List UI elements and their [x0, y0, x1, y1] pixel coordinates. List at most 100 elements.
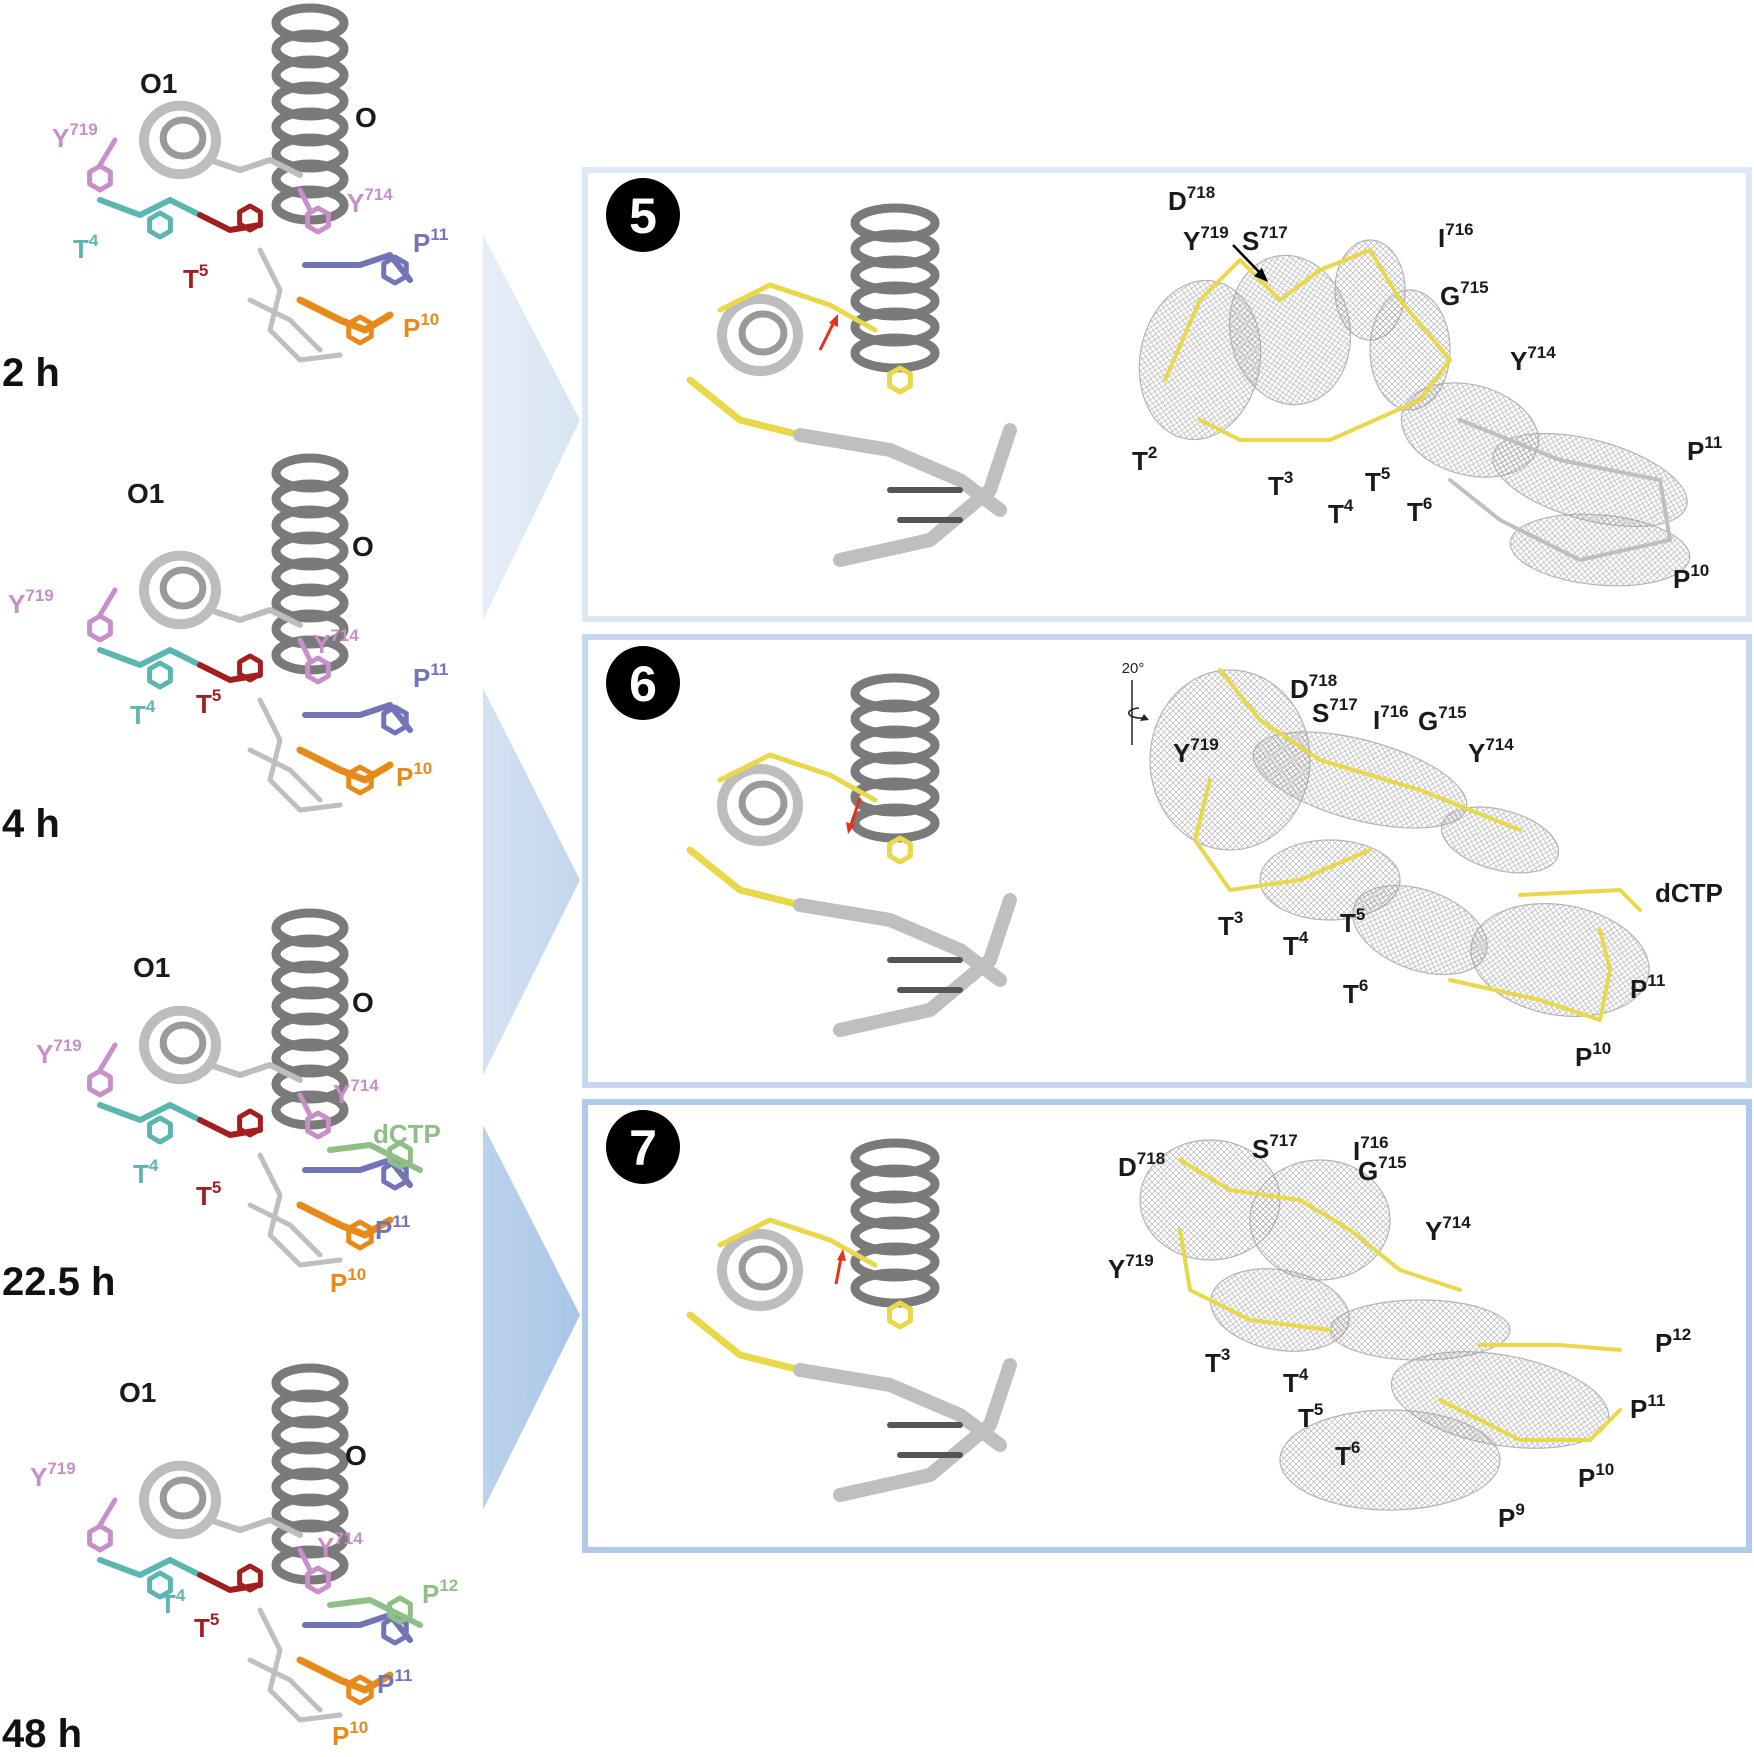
panel-5-pointer-arrow: [1232, 244, 1263, 276]
p6-i716-label: I716: [1373, 702, 1409, 735]
t5-ring: [237, 203, 263, 233]
density-blob: [1249, 1159, 1391, 1281]
o1-coil: [139, 550, 221, 630]
panel-5-density-map: [1138, 239, 1691, 587]
p7-g715-label: G715: [1358, 1153, 1407, 1186]
y719-ring: [87, 163, 113, 193]
panel-5-frame: [582, 167, 1752, 622]
o1-coil: [717, 1228, 803, 1312]
density-blob: [1470, 903, 1650, 1017]
t4-chain: [97, 1102, 203, 1123]
s2-t4-label: T4: [130, 697, 156, 730]
p7-t5-label: T5: [1298, 1400, 1323, 1433]
y719-bond: [97, 1497, 118, 1528]
s1-t4-label: T4: [73, 231, 99, 264]
s4-y714-label: Y714: [317, 1529, 363, 1562]
y714-ring: [305, 205, 331, 235]
left-structure-2: [87, 453, 413, 813]
green-ligand: [327, 1597, 423, 1628]
p7-t4-label: T4: [1283, 1365, 1309, 1398]
s1-o-label: O: [355, 102, 377, 133]
o1-coil-inner: [159, 1021, 207, 1065]
density-blob: [1440, 806, 1560, 874]
y714-bond: [297, 187, 313, 213]
density-stick: [1448, 928, 1612, 1022]
p7-y719-label: Y719: [1108, 1251, 1154, 1284]
yellow-strand: [686, 376, 804, 439]
y714-ring: [305, 655, 331, 685]
p11-chain: [302, 252, 413, 283]
y714-bond: [297, 1547, 313, 1573]
p10-ring: [346, 1219, 374, 1251]
panel-5-pointer-arrowhead: [1254, 268, 1268, 282]
t5-chain: [197, 1117, 263, 1138]
p11-chain: [302, 1612, 413, 1643]
y719-bond: [97, 1042, 118, 1073]
t4-chain: [97, 1557, 203, 1578]
panel-6-red-arrow: [849, 797, 862, 826]
p7-d718-label: D718: [1118, 1149, 1165, 1182]
s2-p10-label: P10: [396, 759, 432, 792]
t5-ring: [237, 1108, 263, 1138]
p6-p10-label: P10: [1575, 1039, 1611, 1072]
s3-y714-label: Y714: [333, 1076, 379, 1109]
t4-ring: [147, 210, 173, 240]
o1-coil-inner: [738, 1245, 788, 1291]
p5-p10-label: P10: [1673, 561, 1709, 594]
s2-y719-label: Y719: [8, 586, 54, 619]
panel-5-red-arrow: [818, 321, 836, 351]
left-structure-column: [87, 3, 423, 1723]
gray-chain: [257, 697, 343, 813]
p5-y714-label: Y714: [1510, 343, 1556, 376]
p6-p11-label: P11: [1630, 971, 1665, 1004]
s2-o-label: O: [352, 531, 374, 562]
density-blob: [1279, 1409, 1501, 1511]
o-helix-turn: [850, 803, 940, 843]
s2-p11-label: P11: [413, 660, 448, 693]
yellow-ring: [887, 835, 913, 865]
panel-7-number-badge: [606, 1110, 680, 1184]
loop: [207, 157, 303, 178]
panel-7-red-arrowhead: [837, 1249, 846, 1261]
o1-coil: [717, 763, 803, 847]
p6-d718-label: D718: [1290, 671, 1337, 704]
s4-y719-label: Y719: [30, 1459, 76, 1492]
p10-ring: [346, 314, 374, 346]
time-label-2h: 2 h: [2, 351, 60, 395]
gray-chain-2: [247, 297, 323, 353]
panel-5-cartoon: [686, 203, 1017, 567]
panel-5-number-badge: [606, 178, 680, 252]
density-stick: [1478, 1343, 1622, 1352]
loop: [207, 1517, 303, 1538]
y714-ring: [305, 1565, 331, 1595]
p5-p11-label: P11: [1687, 433, 1722, 466]
o1-coil: [139, 1460, 221, 1540]
density-stick: [1218, 668, 1522, 832]
green-ligand: [327, 1142, 423, 1173]
s2-o1-label: O1: [127, 478, 164, 509]
p5-t2-label: T2: [1132, 443, 1157, 476]
y719-ring: [87, 1523, 113, 1553]
y719-bond: [97, 137, 118, 168]
t4-chain: [97, 197, 203, 218]
transition-chevron-2: [483, 688, 580, 1075]
t4-ring: [147, 1570, 173, 1600]
p10-ring: [346, 764, 374, 796]
p6-s717-label: S717: [1312, 695, 1358, 728]
time-label-4h: 4 h: [2, 802, 60, 846]
p5-i716-label: I716: [1438, 220, 1474, 253]
gray-chain-2: [247, 1202, 323, 1258]
p5-t5-label: T5: [1365, 464, 1390, 497]
s4-o-label: O: [345, 1440, 367, 1471]
p7-y714-label: Y714: [1425, 1213, 1471, 1246]
p7-p11-label: P11: [1630, 1391, 1665, 1424]
p6-g715-label: G715: [1418, 703, 1467, 736]
p7-p10-label: P10: [1578, 1460, 1614, 1493]
yellow-loop: [717, 282, 878, 333]
p7-i716-label: I716: [1353, 1133, 1389, 1166]
p6-rotation-arc-icon: [1128, 707, 1144, 719]
s3-t4-label: T4: [133, 1156, 159, 1189]
p11-chain: [302, 1157, 413, 1188]
gray-dna-strand-2: [833, 893, 1017, 1037]
p7-t6-label: T6: [1335, 1438, 1360, 1471]
